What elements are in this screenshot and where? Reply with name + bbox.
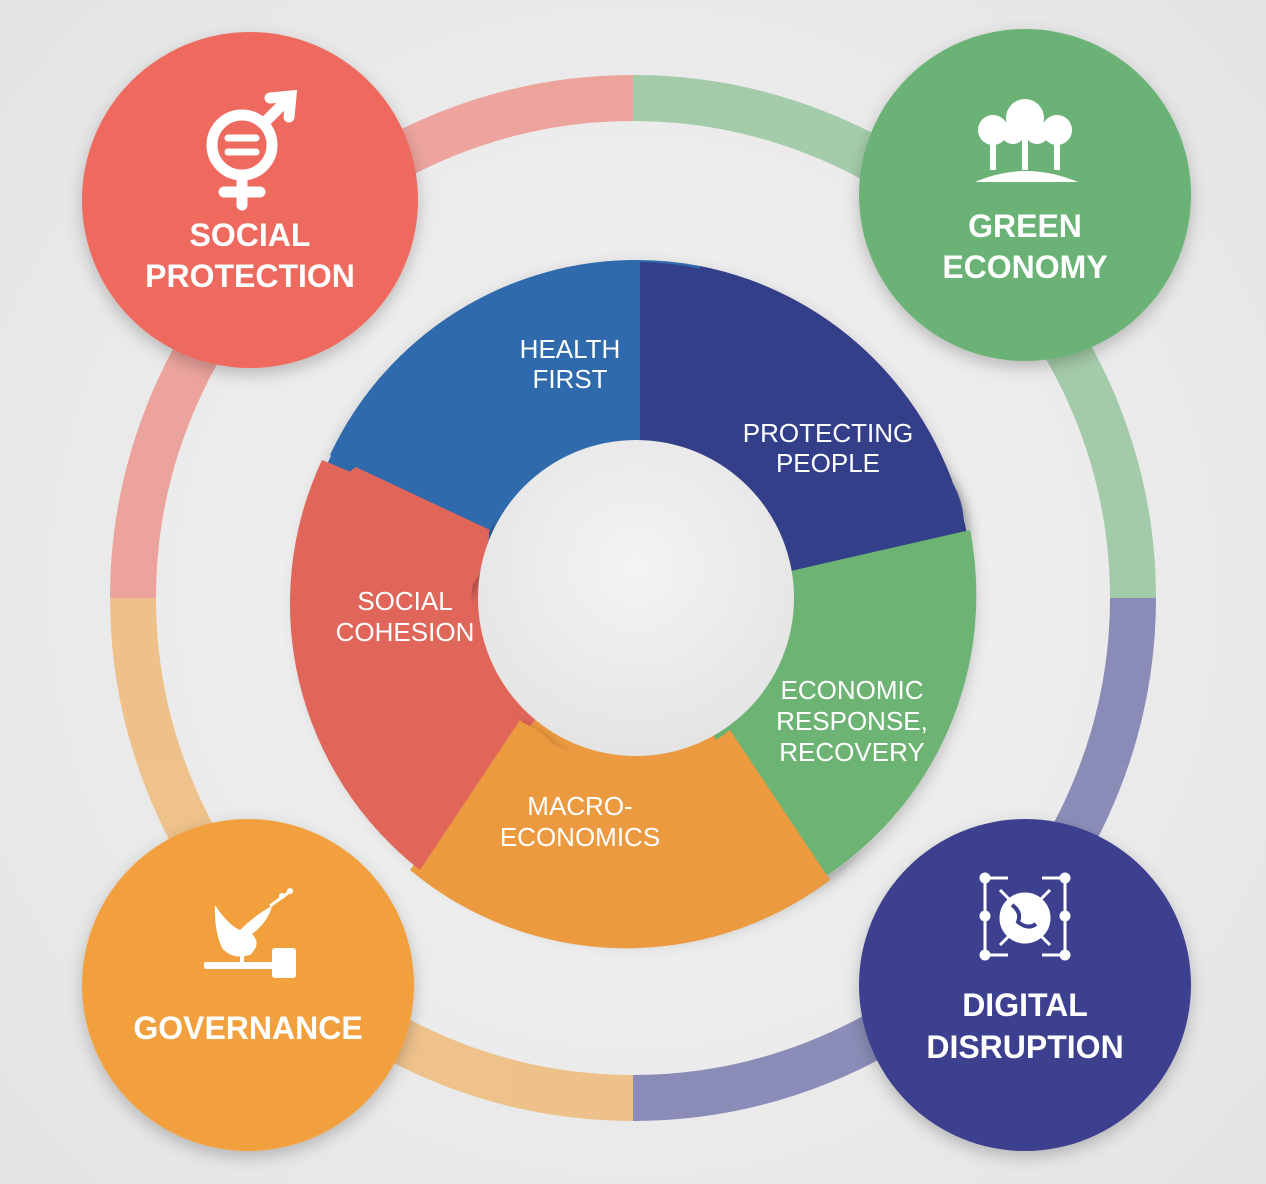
label-economic-response-1: ECONOMIC [781,675,924,705]
pillar-social-protection: SOCIAL PROTECTION [82,32,418,368]
pillar-green-economy: GREEN ECONOMY [859,29,1191,361]
pillar-digital-disruption: DIGITAL DISRUPTION [859,819,1191,1151]
arm-macro-economics [410,720,830,949]
label-protecting-people-2: PEOPLE [776,448,880,478]
label-social-cohesion-1: SOCIAL [357,586,452,616]
label-macro-economics-2: ECONOMICS [500,822,660,852]
pillar-digital-disruption-line2: DISRUPTION [926,1029,1123,1065]
label-health-first-2: FIRST [532,364,607,394]
inner-hole [478,440,794,756]
label-economic-response-3: RECOVERY [779,737,924,767]
label-health-first-1: HEALTH [520,334,621,364]
dove-gavel-icon [204,888,296,978]
pillar-social-protection-line2: PROTECTION [145,258,355,294]
label-economic-response-2: RESPONSE, [776,706,928,736]
arm-protecting-people [640,262,962,570]
pillar-governance-line1: GOVERNANCE [133,1010,362,1046]
globe-circuit-icon [979,872,1071,961]
pillar-social-protection-line1: SOCIAL [190,217,311,253]
label-macro-economics-1: MACRO- [527,791,632,821]
trees-icon [975,99,1078,182]
label-protecting-people-1: PROTECTING [743,418,913,448]
pillar-green-economy-line1: GREEN [968,208,1082,244]
pillar-social-protection-circle [82,32,418,368]
pillar-digital-disruption-circle [859,819,1191,1151]
label-social-cohesion-2: COHESION [336,617,475,647]
pillar-green-economy-line2: ECONOMY [942,249,1107,285]
pillar-governance: GOVERNANCE [82,819,414,1151]
arm-health-first [330,259,640,530]
pillar-green-economy-circle [859,29,1191,361]
arm-economic-response [730,530,977,880]
arm-social-cohesion [289,460,520,870]
inner-ring-labels: HEALTH FIRST PROTECTING PEOPLE ECONOMIC … [336,334,928,852]
pillar-digital-disruption-line1: DIGITAL [962,987,1088,1023]
gender-equality-icon [206,89,298,211]
inner-donut [289,259,977,949]
pillar-governance-circle [82,819,414,1151]
